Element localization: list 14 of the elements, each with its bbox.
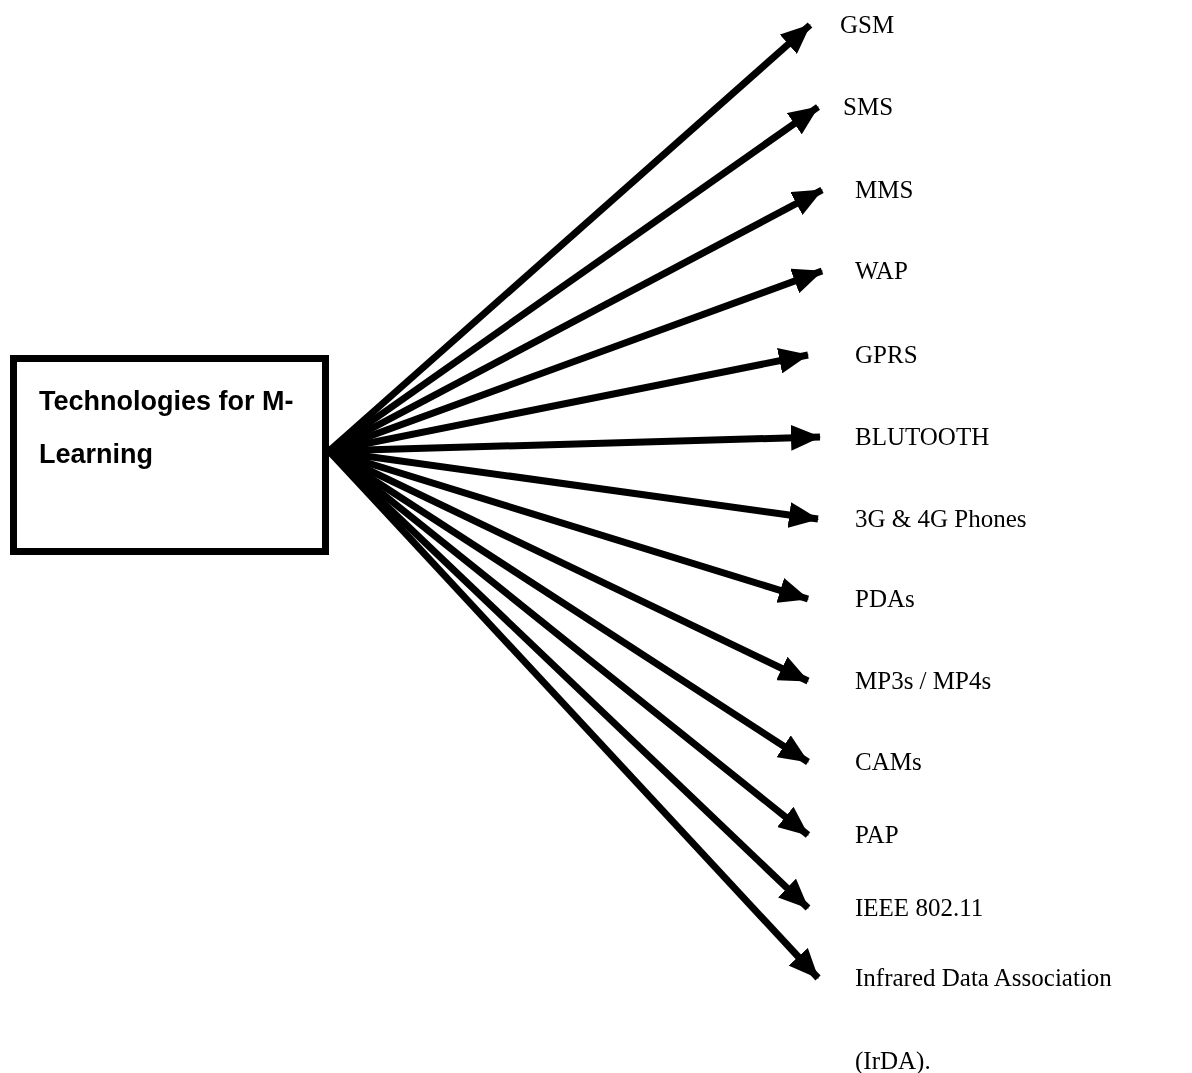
technology-label: MP3s / MP4s [855, 666, 992, 696]
technology-label: PDAs [855, 584, 915, 614]
technology-label: 3G & 4G Phones [855, 504, 1027, 534]
box-title: Technologies for M- Learning [39, 385, 295, 471]
technology-label: IEEE 802.11 [855, 893, 984, 923]
title-box [10, 355, 329, 555]
technology-label: CAMs [855, 747, 922, 777]
technology-label: GPRS [855, 340, 918, 370]
technology-label: WAP [855, 256, 908, 286]
technology-label: PAP [855, 820, 899, 850]
technology-label: SMS [843, 92, 894, 122]
technology-label: GSM [840, 10, 895, 40]
technology-label: MMS [855, 175, 914, 205]
technology-label: BLUTOOTH [855, 422, 990, 452]
